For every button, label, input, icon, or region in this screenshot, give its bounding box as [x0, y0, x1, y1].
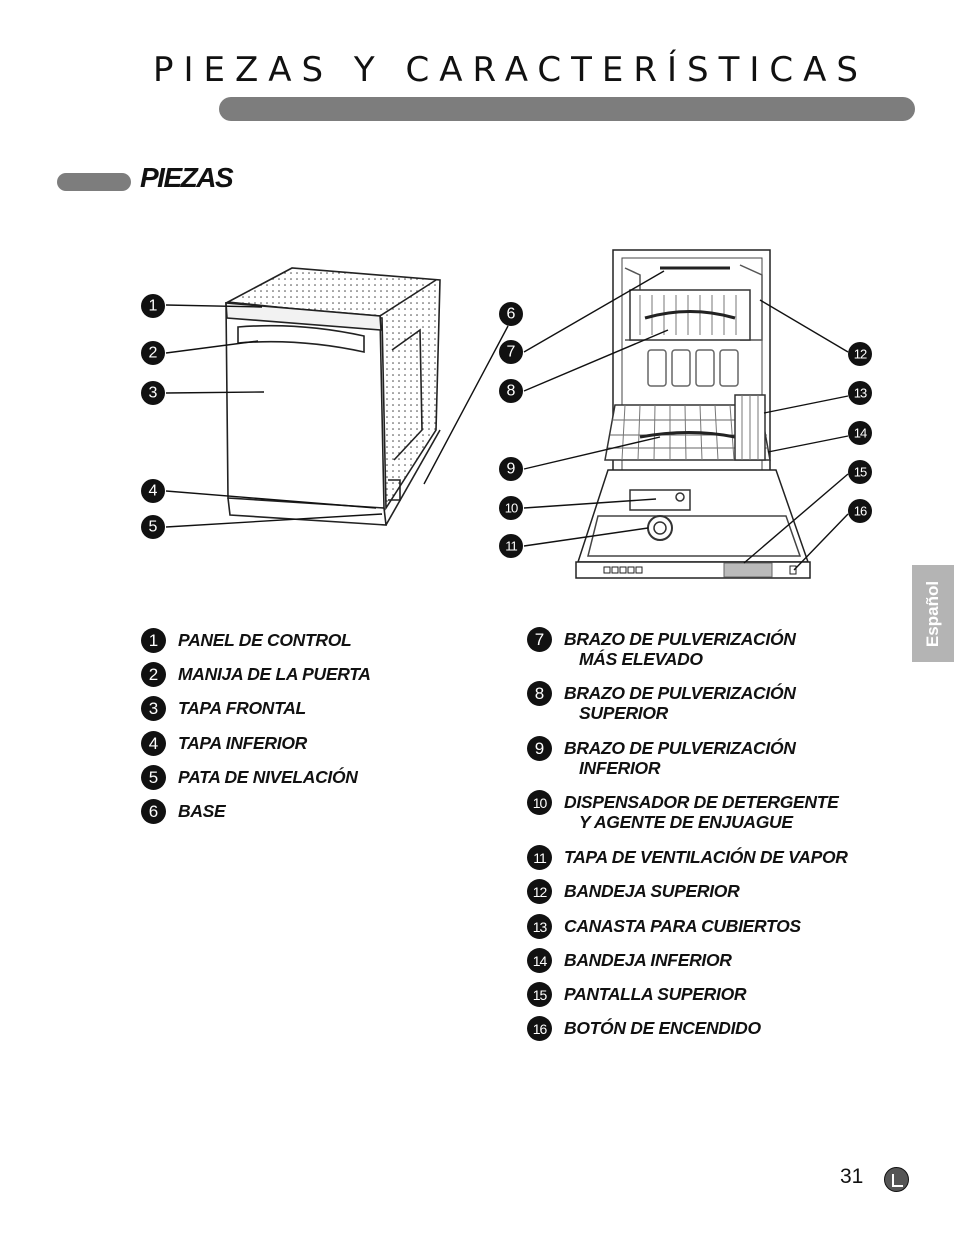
- leader-lines: [165, 270, 849, 571]
- svg-text:13: 13: [854, 386, 867, 401]
- part-number-badge: 7: [527, 627, 552, 652]
- open-dishwasher-illustration: [575, 249, 811, 579]
- section-title: PIEZAS: [140, 162, 234, 193]
- svg-text:14: 14: [854, 426, 867, 441]
- part-number-badge: 9: [527, 736, 552, 761]
- part-label: TAPA FRONTAL: [178, 698, 306, 718]
- svg-text:7: 7: [507, 344, 516, 361]
- callout-badge: 16: [848, 499, 872, 523]
- callout-badge: 15: [848, 460, 872, 484]
- svg-text:3: 3: [149, 385, 158, 402]
- part-label: PANTALLA SUPERIOR: [564, 984, 747, 1004]
- svg-text:15: 15: [854, 465, 867, 480]
- part-item: 15 PANTALLA SUPERIOR: [527, 982, 747, 1007]
- part-number-badge: 5: [141, 765, 166, 790]
- callout-badge: 12: [848, 342, 872, 366]
- part-number-badge: 11: [527, 845, 552, 870]
- part-label: BANDEJA INFERIOR: [564, 950, 732, 970]
- part-item: 16 BOTÓN DE ENCENDIDO: [527, 1016, 761, 1041]
- callout-badge: 3: [141, 381, 165, 405]
- part-number-badge: 6: [141, 799, 166, 824]
- part-label: TAPA DE VENTILACIÓN DE VAPOR: [564, 847, 848, 867]
- part-label: TAPA INFERIOR: [178, 733, 307, 753]
- language-tab[interactable]: Español: [912, 565, 954, 662]
- part-item: 4 TAPA INFERIOR: [141, 731, 307, 756]
- callout-badge: 5: [141, 515, 165, 539]
- callout-badge: 10: [499, 496, 523, 520]
- part-item: 11 TAPA DE VENTILACIÓN DE VAPOR: [527, 845, 848, 870]
- part-label: PANEL DE CONTROL: [178, 630, 352, 650]
- part-number-badge: 3: [141, 696, 166, 721]
- part-item: 5 PATA DE NIVELACIÓN: [141, 765, 358, 790]
- svg-text:4: 4: [149, 483, 158, 500]
- header-bar: [219, 97, 915, 121]
- part-number-badge: 4: [141, 731, 166, 756]
- part-label: CANASTA PARA CUBIERTOS: [564, 916, 801, 936]
- part-label: BRAZO DE PULVERIZACIÓN: [564, 629, 796, 649]
- callout-badge: 6: [499, 302, 523, 326]
- svg-text:10: 10: [505, 501, 518, 516]
- svg-text:6: 6: [507, 306, 516, 323]
- callout-badge: 9: [499, 457, 523, 481]
- section-pill: [57, 173, 131, 191]
- part-label: DISPENSADOR DE DETERGENTE: [564, 792, 839, 812]
- part-item: 6 BASE: [141, 799, 226, 824]
- part-label: BASE: [178, 801, 226, 821]
- part-label: BANDEJA SUPERIOR: [564, 881, 740, 901]
- part-number-badge: 13: [527, 914, 552, 939]
- callout-badge: 2: [141, 341, 165, 365]
- closed-dishwasher-illustration: [225, 267, 441, 526]
- part-item: 12 BANDEJA SUPERIOR: [527, 879, 740, 904]
- part-number-badge: 2: [141, 662, 166, 687]
- svg-text:9: 9: [507, 461, 516, 478]
- part-number-badge: 12: [527, 879, 552, 904]
- lg-logo-icon: [884, 1167, 909, 1192]
- part-item: 14 BANDEJA INFERIOR: [527, 948, 732, 973]
- callout-badge: 4: [141, 479, 165, 503]
- part-number-badge: 8: [527, 681, 552, 706]
- svg-text:16: 16: [854, 504, 867, 519]
- part-label-line2: MÁS ELEVADO: [579, 649, 703, 669]
- part-item: 3 TAPA FRONTAL: [141, 696, 306, 721]
- callout-badge: 8: [499, 379, 523, 403]
- part-label: BRAZO DE PULVERIZACIÓN: [564, 683, 796, 703]
- part-number-badge: 14: [527, 948, 552, 973]
- svg-text:1: 1: [149, 298, 158, 315]
- part-label: BOTÓN DE ENCENDIDO: [564, 1018, 761, 1038]
- dishwasher-diagram: 1 2 3 4 5 6 7 8 9 10 11 12 13 14 15 16: [141, 249, 872, 579]
- part-label-line2: Y AGENTE DE ENJUAGUE: [579, 812, 793, 832]
- part-item: 13 CANASTA PARA CUBIERTOS: [527, 914, 801, 939]
- svg-text:12: 12: [854, 347, 867, 362]
- svg-text:5: 5: [149, 519, 158, 536]
- callout-badge: 11: [499, 534, 523, 558]
- part-item: 1 PANEL DE CONTROL: [141, 628, 352, 653]
- svg-text:2: 2: [149, 345, 158, 362]
- part-number-badge: 15: [527, 982, 552, 1007]
- part-label-line2: INFERIOR: [579, 758, 661, 778]
- callout-badge: 13: [848, 381, 872, 405]
- svg-text:8: 8: [507, 383, 516, 400]
- part-label: BRAZO DE PULVERIZACIÓN: [564, 738, 796, 758]
- part-number-badge: 16: [527, 1016, 552, 1041]
- callout-badge: 1: [141, 294, 165, 318]
- part-label-line2: SUPERIOR: [579, 703, 669, 723]
- part-item: 2 MANIJA DE LA PUERTA: [141, 662, 371, 687]
- callout-badge: 14: [848, 421, 872, 445]
- callout-badge: 7: [499, 340, 523, 364]
- part-number-badge: 10: [527, 790, 552, 815]
- part-label: PATA DE NIVELACIÓN: [178, 767, 358, 787]
- svg-text:11: 11: [505, 539, 517, 554]
- part-label: MANIJA DE LA PUERTA: [178, 664, 371, 684]
- page-number: 31: [840, 1165, 864, 1188]
- page-header-title: PIEZAS Y CARACTERÍSTICAS: [152, 50, 868, 90]
- part-number-badge: 1: [141, 628, 166, 653]
